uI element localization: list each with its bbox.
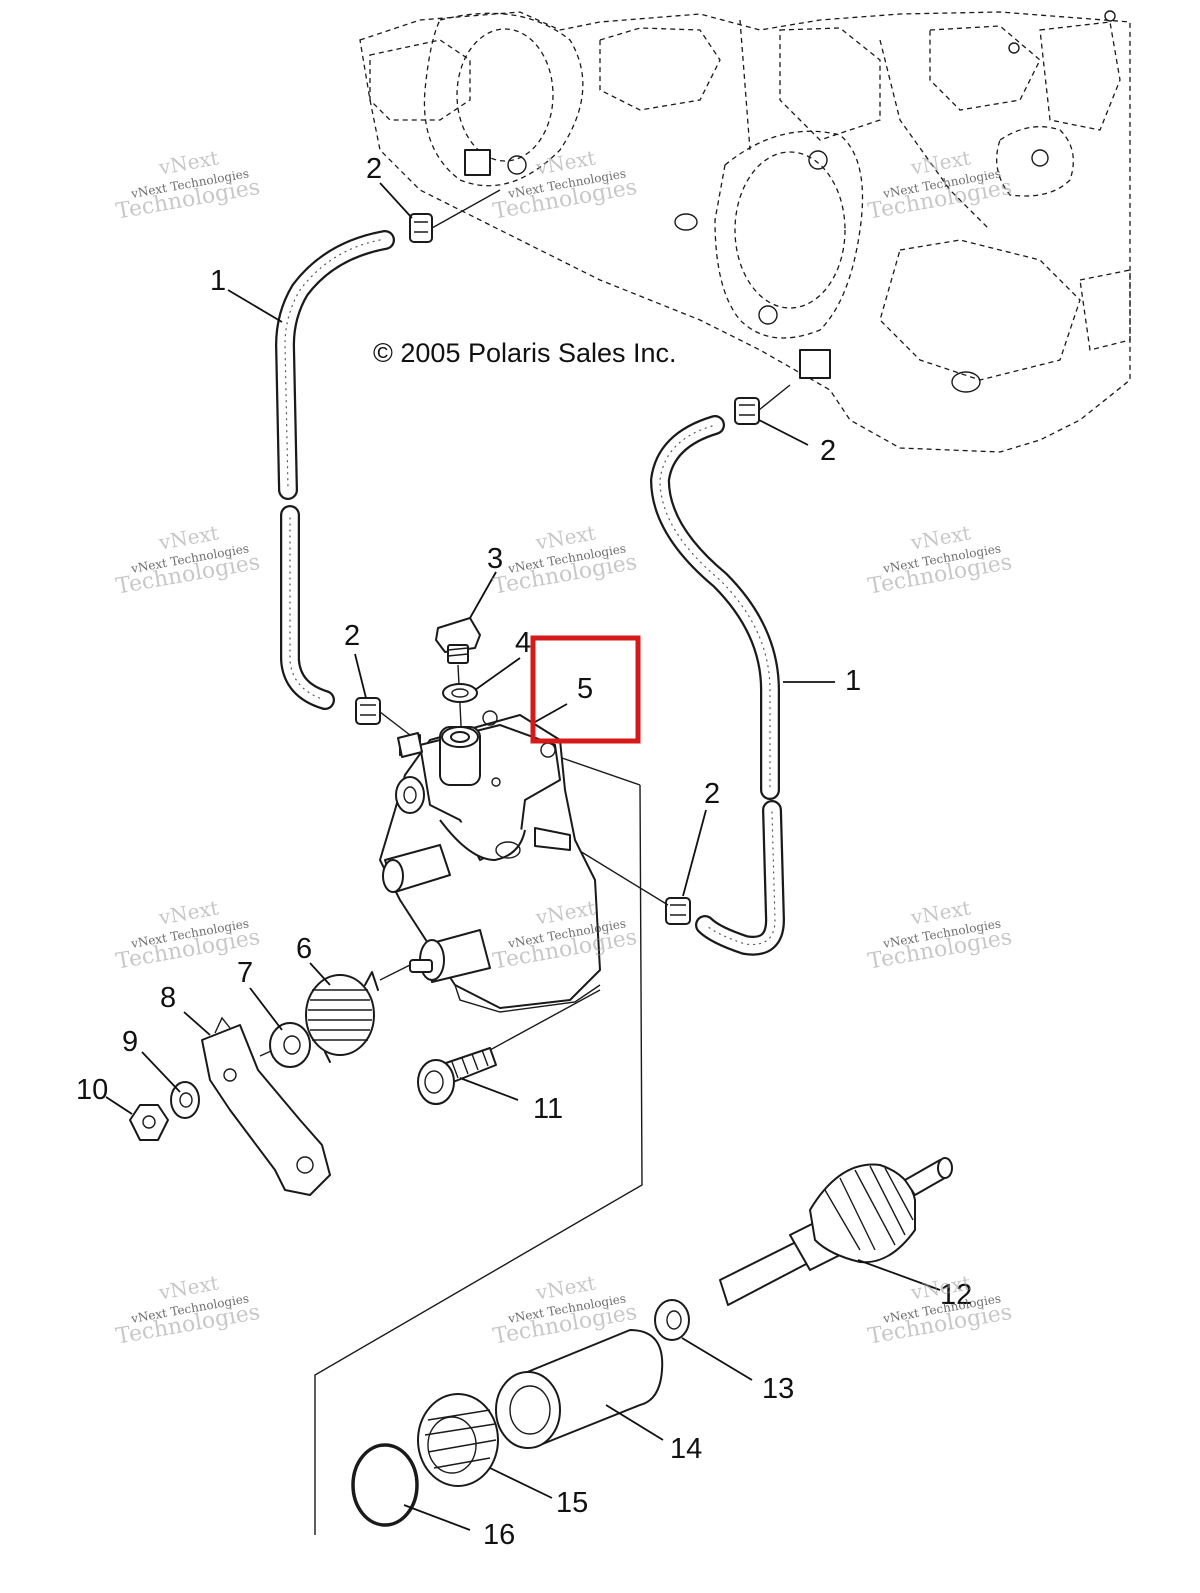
return-spring xyxy=(305,971,379,1063)
watermark: vNext vNext Technologies Technologies xyxy=(866,1271,1014,1350)
callout-6: 6 xyxy=(296,933,312,965)
watermark: vNext vNext Technologies Technologies xyxy=(491,521,639,600)
flat-washer xyxy=(269,1022,311,1068)
pump-cover-screw xyxy=(435,617,481,664)
thrust-washer xyxy=(654,1299,690,1341)
callout-10: 10 xyxy=(76,1074,108,1106)
sealing-washer xyxy=(442,683,478,703)
pump-control-lever xyxy=(201,1016,331,1196)
drive-bushing xyxy=(495,1329,664,1449)
engine-crankcase xyxy=(359,10,1131,453)
callout-1-right: 1 xyxy=(845,665,861,697)
hex-nut xyxy=(129,1104,169,1141)
callout-2-right-top: 2 xyxy=(820,435,836,467)
watermark: vNext vNext Technologies Technologies xyxy=(491,146,639,225)
callout-3: 3 xyxy=(487,543,503,575)
callout-2-top: 2 xyxy=(366,153,382,185)
watermark: vNext vNext Technologies Technologies xyxy=(114,1271,262,1350)
callout-4: 4 xyxy=(515,627,531,659)
callout-9: 9 xyxy=(122,1026,138,1058)
callout-8: 8 xyxy=(160,982,176,1014)
hose-clamp-top xyxy=(409,213,433,243)
callout-11: 11 xyxy=(533,1093,563,1125)
hose-clamp-right-bottom xyxy=(665,897,691,925)
bushing-spring xyxy=(417,1393,499,1487)
callout-13: 13 xyxy=(762,1373,794,1405)
snap-ring xyxy=(351,1443,419,1527)
callout-14: 14 xyxy=(670,1433,702,1465)
copyright-notice: © 2005 Polaris Sales Inc. xyxy=(373,338,677,368)
pump-inlet-fitting xyxy=(397,732,423,758)
pump-drive-gear-shaft xyxy=(719,1157,953,1306)
callout-labels: 1 1 2 2 2 2 3 4 5 6 7 8 9 10 11 12 13 14… xyxy=(76,153,972,1551)
mounting-bolt xyxy=(417,1047,497,1105)
callout-2-left-bottom: 2 xyxy=(344,620,360,652)
watermark: vNext vNext Technologies Technologies xyxy=(866,896,1014,975)
hose-clamp-left-bottom xyxy=(355,697,381,725)
oil-pump-body xyxy=(379,710,601,1013)
callout-1-left: 1 xyxy=(210,265,226,297)
watermark: vNext vNext Technologies Technologies xyxy=(866,521,1014,600)
callout-15: 15 xyxy=(556,1487,588,1519)
oil-hose-right xyxy=(650,415,785,956)
leader-lines xyxy=(105,182,941,1531)
callout-16: 16 xyxy=(483,1519,515,1551)
oil-hose-left xyxy=(275,230,395,710)
hose-clamp-right-top xyxy=(734,397,760,425)
callout-2-right-bottom: 2 xyxy=(704,778,720,810)
watermark: vNext vNext Technologies Technologies xyxy=(114,521,262,600)
callout-5-highlight-box xyxy=(530,635,641,744)
callout-7: 7 xyxy=(237,957,253,989)
callout-12: 12 xyxy=(940,1279,972,1311)
callout-5: 5 xyxy=(577,673,593,705)
watermark: vNext vNext Technologies Technologies xyxy=(114,146,262,225)
watermark: vNext vNext Technologies Technologies xyxy=(866,146,1014,225)
